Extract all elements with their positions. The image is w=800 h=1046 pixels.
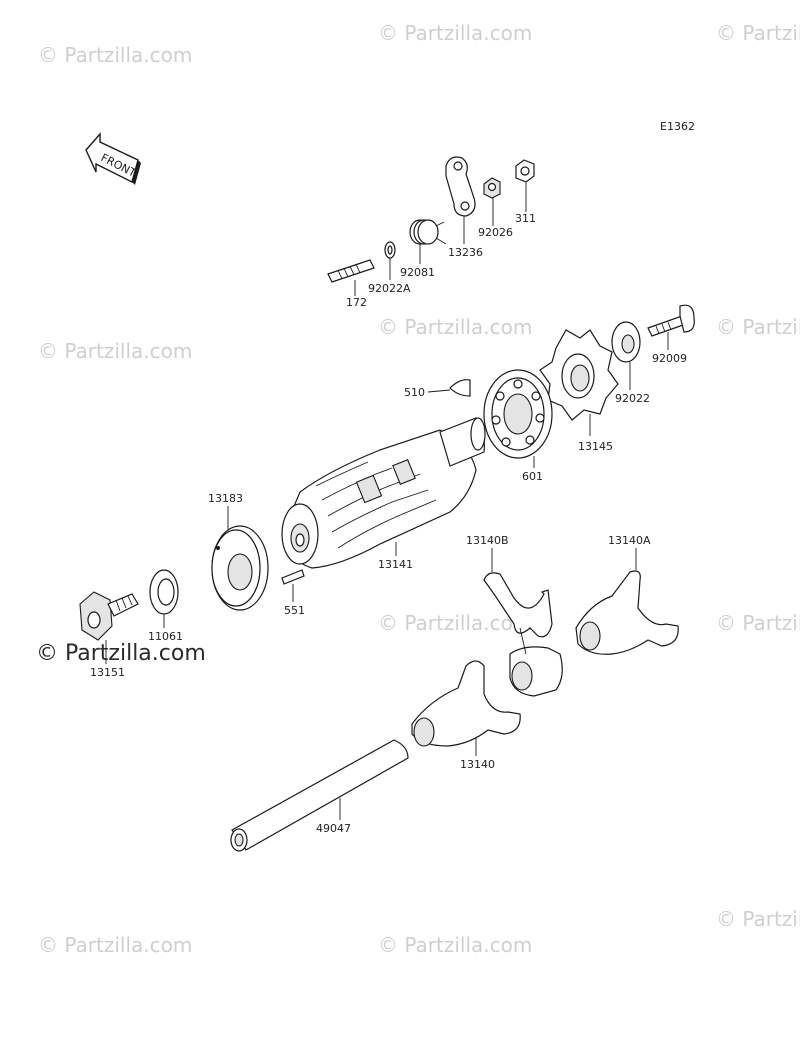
label-11061: 11061: [148, 630, 183, 643]
watermark: © Partzilla.com: [38, 43, 192, 67]
part-13151-bolt[interactable]: [79, 591, 139, 641]
part-92022A-washer[interactable]: [384, 241, 396, 259]
watermark: © Partzilla.com: [716, 611, 800, 635]
part-13140A-fork[interactable]: [575, 570, 679, 655]
label-92081: 92081: [400, 266, 435, 279]
label-13151: 13151: [90, 666, 125, 679]
watermarks: © Partzilla.com © Partzilla.com © Partzi…: [36, 21, 800, 957]
label-92026: 92026: [478, 226, 513, 239]
part-13141-shift-drum[interactable]: [281, 417, 486, 569]
watermark: © Partzilla.com: [378, 21, 532, 45]
label-551: 551: [284, 604, 305, 617]
part-13140-fork[interactable]: [411, 660, 521, 747]
label-92022: 92022: [615, 392, 650, 405]
label-510: 510: [404, 386, 425, 399]
part-311-nut[interactable]: [515, 159, 535, 183]
part-92022-washer[interactable]: [611, 321, 641, 363]
label-601: 601: [522, 470, 543, 483]
front-arrow-icon: FRONT: [85, 132, 141, 185]
watermark: © Partzilla.com: [716, 907, 800, 931]
label-13140A: 13140A: [608, 534, 651, 547]
part-551-pin[interactable]: [281, 569, 305, 585]
watermark: © Partzilla.com: [378, 315, 532, 339]
watermark: © Partzilla.com: [38, 933, 192, 957]
label-311: 311: [515, 212, 536, 225]
label-92022A: 92022A: [368, 282, 411, 295]
label-92009: 92009: [652, 352, 687, 365]
part-92081-spring[interactable]: [409, 219, 447, 245]
part-92026-collar[interactable]: [483, 177, 501, 199]
label-13145: 13145: [578, 440, 613, 453]
part-13236-arm[interactable]: [445, 156, 476, 217]
part-49047-shaft[interactable]: [230, 739, 409, 852]
part-13183-plate[interactable]: [211, 525, 269, 611]
part-11061-washer[interactable]: [149, 569, 179, 615]
part-172-stud[interactable]: [327, 259, 375, 283]
part-510-pin[interactable]: [449, 379, 471, 397]
watermark: © Partzilla.com: [378, 611, 532, 635]
label-49047: 49047: [316, 822, 351, 835]
part-92009-bolt[interactable]: [647, 304, 695, 337]
label-13183: 13183: [208, 492, 243, 505]
label-13140B: 13140B: [466, 534, 509, 547]
watermark: © Partzilla.com: [378, 933, 532, 957]
part-13140B-fork[interactable]: [483, 572, 563, 697]
label-13236: 13236: [448, 246, 483, 259]
label-13140: 13140: [460, 758, 495, 771]
watermark: © Partzilla.com: [716, 21, 800, 45]
watermark: © Partzilla.com: [38, 339, 192, 363]
part-601-bearing[interactable]: [483, 369, 553, 459]
diagram-code: E1362: [660, 120, 695, 133]
watermark: © Partzilla.com: [716, 315, 800, 339]
label-13141: 13141: [378, 558, 413, 571]
label-172: 172: [346, 296, 367, 309]
watermark-main: © Partzilla.com: [36, 641, 206, 666]
part-13145-plate[interactable]: [539, 329, 619, 421]
